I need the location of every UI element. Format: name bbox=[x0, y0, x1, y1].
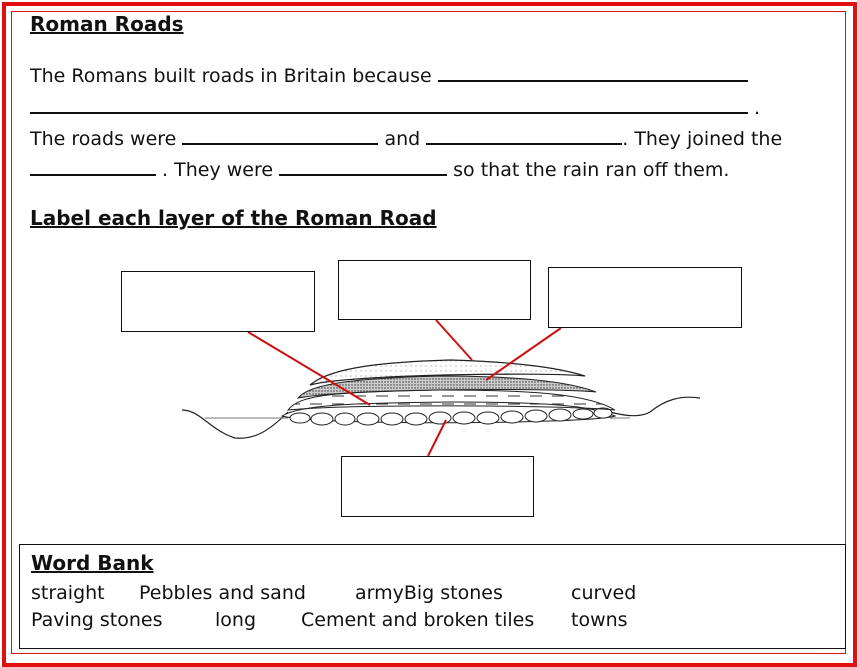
layer-paving-stones bbox=[309, 359, 586, 386]
sentence-text: The roads were bbox=[30, 128, 177, 150]
sentence-text: and bbox=[384, 128, 421, 150]
sentence-text: . bbox=[754, 97, 761, 119]
answer-blank-1[interactable] bbox=[182, 125, 379, 145]
label-heading: Label each layer of the Roman Road bbox=[30, 206, 437, 230]
word-bank-word: long bbox=[215, 609, 257, 631]
word-bank-word: straight bbox=[31, 582, 105, 604]
word-bank-word: Pebbles and sand bbox=[139, 582, 306, 604]
sentence-line-1: The Romans built roads in Britain becaus… bbox=[30, 62, 748, 87]
word-bank-word: Paving stones bbox=[31, 609, 163, 631]
sentence-line-3: The roads were and . They joined the bbox=[30, 125, 782, 150]
word-bank-word: towns bbox=[571, 609, 628, 631]
ground-line bbox=[181, 396, 701, 439]
label-box-big-stones[interactable] bbox=[341, 456, 534, 517]
pointer-lines bbox=[247, 319, 562, 457]
answer-blank-2[interactable] bbox=[426, 125, 623, 145]
page-inner-border bbox=[11, 11, 846, 654]
word-bank: Word Bank straight Pebbles and sand army… bbox=[19, 544, 846, 649]
word-bank-word: armyBig stones bbox=[355, 582, 503, 604]
word-bank-word: curved bbox=[571, 582, 637, 604]
sentence-line-2: . bbox=[30, 94, 760, 119]
sentence-text: . They were bbox=[162, 159, 274, 181]
layer-cement-tiles bbox=[296, 375, 597, 399]
answer-blank-reason-cont[interactable] bbox=[30, 94, 748, 114]
sentence-text: The Romans built roads in Britain becaus… bbox=[30, 65, 432, 87]
label-box-pebbles[interactable] bbox=[121, 271, 315, 332]
label-box-paving[interactable] bbox=[338, 260, 531, 320]
word-bank-title: Word Bank bbox=[31, 551, 154, 575]
sentence-line-4: . They were so that the rain ran off the… bbox=[30, 156, 729, 181]
stones-row bbox=[289, 407, 613, 426]
label-box-cement[interactable] bbox=[548, 267, 742, 328]
sentence-text: so that the rain ran off them. bbox=[453, 159, 730, 181]
answer-blank-reason[interactable] bbox=[437, 62, 748, 82]
word-bank-word: Cement and broken tiles bbox=[301, 609, 535, 631]
sentence-text: . They joined the bbox=[622, 128, 783, 150]
answer-blank-3[interactable] bbox=[30, 156, 156, 176]
answer-blank-4[interactable] bbox=[279, 156, 448, 176]
worksheet-title: Roman Roads bbox=[30, 12, 184, 36]
